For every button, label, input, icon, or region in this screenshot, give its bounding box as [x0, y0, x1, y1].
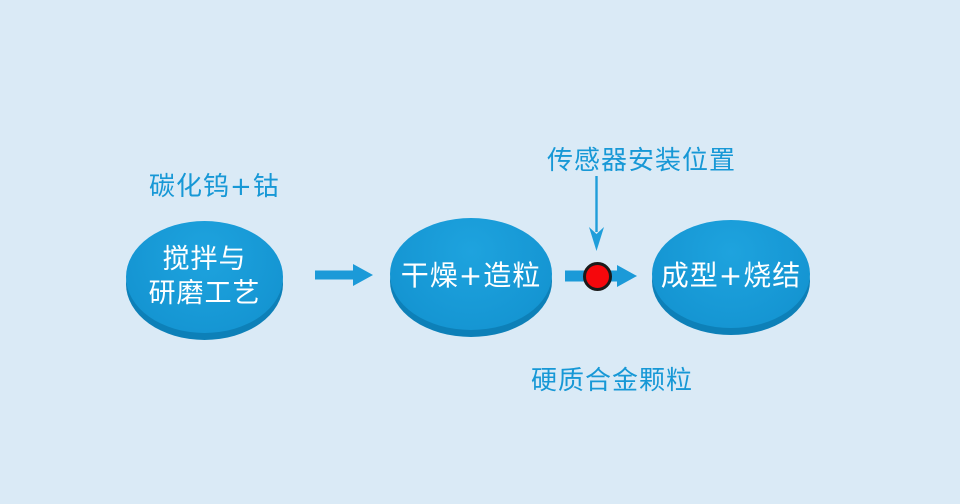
- sensor-marker-dot: [583, 262, 612, 291]
- label-carbide-particles: 硬质合金颗粒: [531, 366, 694, 396]
- node-mixing-grinding: 搅拌与 研磨工艺: [126, 221, 283, 340]
- label-material-input: 碳化钨+钴: [149, 172, 280, 202]
- flow-arrow-1-icon: [315, 264, 373, 286]
- node-mixing-grinding-label: 搅拌与 研磨工艺: [126, 221, 283, 333]
- node-label-line1: 干燥+造粒: [400, 259, 542, 292]
- node-drying-granulation-label: 干燥+造粒: [390, 218, 552, 330]
- node-forming-sintering-label: 成型+烧结: [652, 220, 810, 328]
- node-forming-sintering: 成型+烧结: [652, 220, 810, 335]
- node-forming-sintering-body: [652, 220, 810, 328]
- sensor-pointer-arrow-icon: [589, 176, 604, 251]
- node-mixing-grinding-body: [126, 221, 283, 333]
- node-label-line1: 搅拌与: [162, 244, 247, 275]
- node-drying-granulation-body: [390, 218, 552, 330]
- label-sensor-position: 传感器安装位置: [547, 146, 737, 176]
- node-label-line1: 成型+烧结: [660, 259, 802, 292]
- node-drying-granulation: 干燥+造粒: [390, 218, 552, 337]
- node-label-line2: 研磨工艺: [148, 278, 261, 309]
